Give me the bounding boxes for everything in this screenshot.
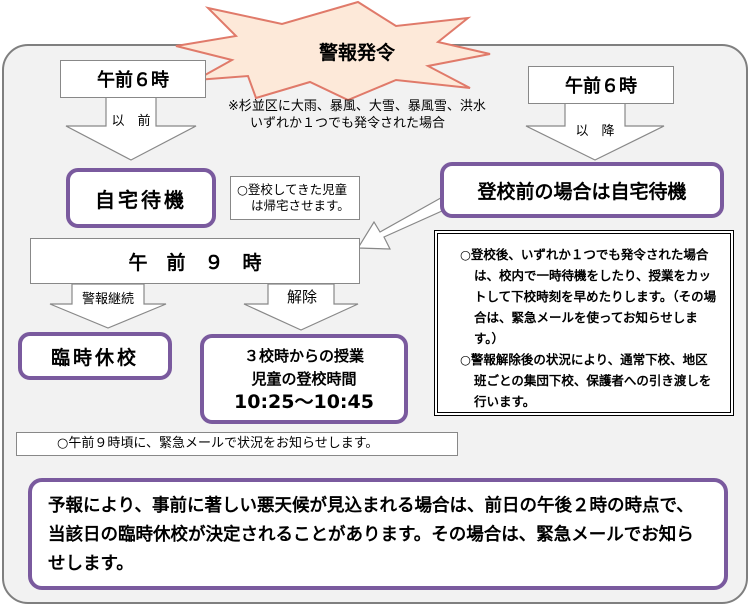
arrow-left-6am: [65, 95, 197, 161]
condition-note: ※杉並区に大雨、暴風、大雪、暴風雪、洪水 いずれか１つでも発令された場合: [228, 98, 528, 132]
left-arrow-label: 以 前: [111, 114, 151, 129]
closure-box: 臨時休校: [18, 332, 172, 380]
stay-home-box: 自宅待機: [66, 168, 216, 228]
after-school-box: ○登校後、いずれか１つでも発令された場合は、校内で一時待機をしたり、授業をカット…: [434, 230, 734, 416]
after-school-list: ○登校後、いずれか１つでも発令された場合は、校内で一時待機をしたり、授業をカット…: [460, 244, 720, 412]
resume-line3: 10:25〜10:45: [234, 390, 374, 413]
forecast-note-box: 予報により、事前に著しい悪天候が見込まれる場合は、前日の午後２時の時点で、当該日…: [28, 478, 728, 590]
stay-home-note-line1: ○登校してきた児童: [237, 182, 348, 197]
after-school-item: ○登校後、いずれか１つでも発令された場合は、校内で一時待機をしたり、授業をカット…: [460, 247, 717, 346]
stay-home-note-line2: は帰宅させます。: [251, 198, 350, 213]
nine-note-box: ○午前９時頃に、緊急メールで状況をお知らせします。: [16, 432, 458, 456]
alert-title: 警報発令: [318, 42, 395, 64]
stay-home-note: ○登校してきた児童 は帰宅させます。: [230, 176, 360, 220]
left-time-box: 午前６時: [60, 60, 206, 98]
right-time-box: 午前６時: [528, 66, 674, 104]
resume-box: ３校時からの授業 児童の登校時間 10:25〜10:45: [200, 334, 408, 424]
before-school-box: 登校前の場合は自宅待機: [440, 162, 724, 218]
lifted-label: 解除: [286, 288, 317, 306]
arrow-lifted: [243, 283, 359, 331]
continue-label: 警報継続: [81, 292, 134, 307]
right-arrow-label: 以 降: [575, 124, 615, 139]
resume-line1: ３校時からの授業: [243, 346, 364, 365]
after-school-item: ○警報解除後の状況により、通常下校、地区班ごとの集団下校、保護者への引き渡しを行…: [460, 352, 712, 409]
condition-note-line1: ※杉並区に大雨、暴風、大雪、暴風雪、洪水: [228, 99, 486, 114]
resume-line2: 児童の登校時間: [251, 369, 357, 388]
alert-burst-icon: [175, 0, 491, 102]
arrow-right-6am: [525, 99, 665, 161]
condition-note-line2: いずれか１つでも発令された場合: [250, 116, 446, 131]
nine-am-box: 午 前 ９ 時: [30, 238, 360, 284]
arrow-continue: [49, 283, 167, 329]
